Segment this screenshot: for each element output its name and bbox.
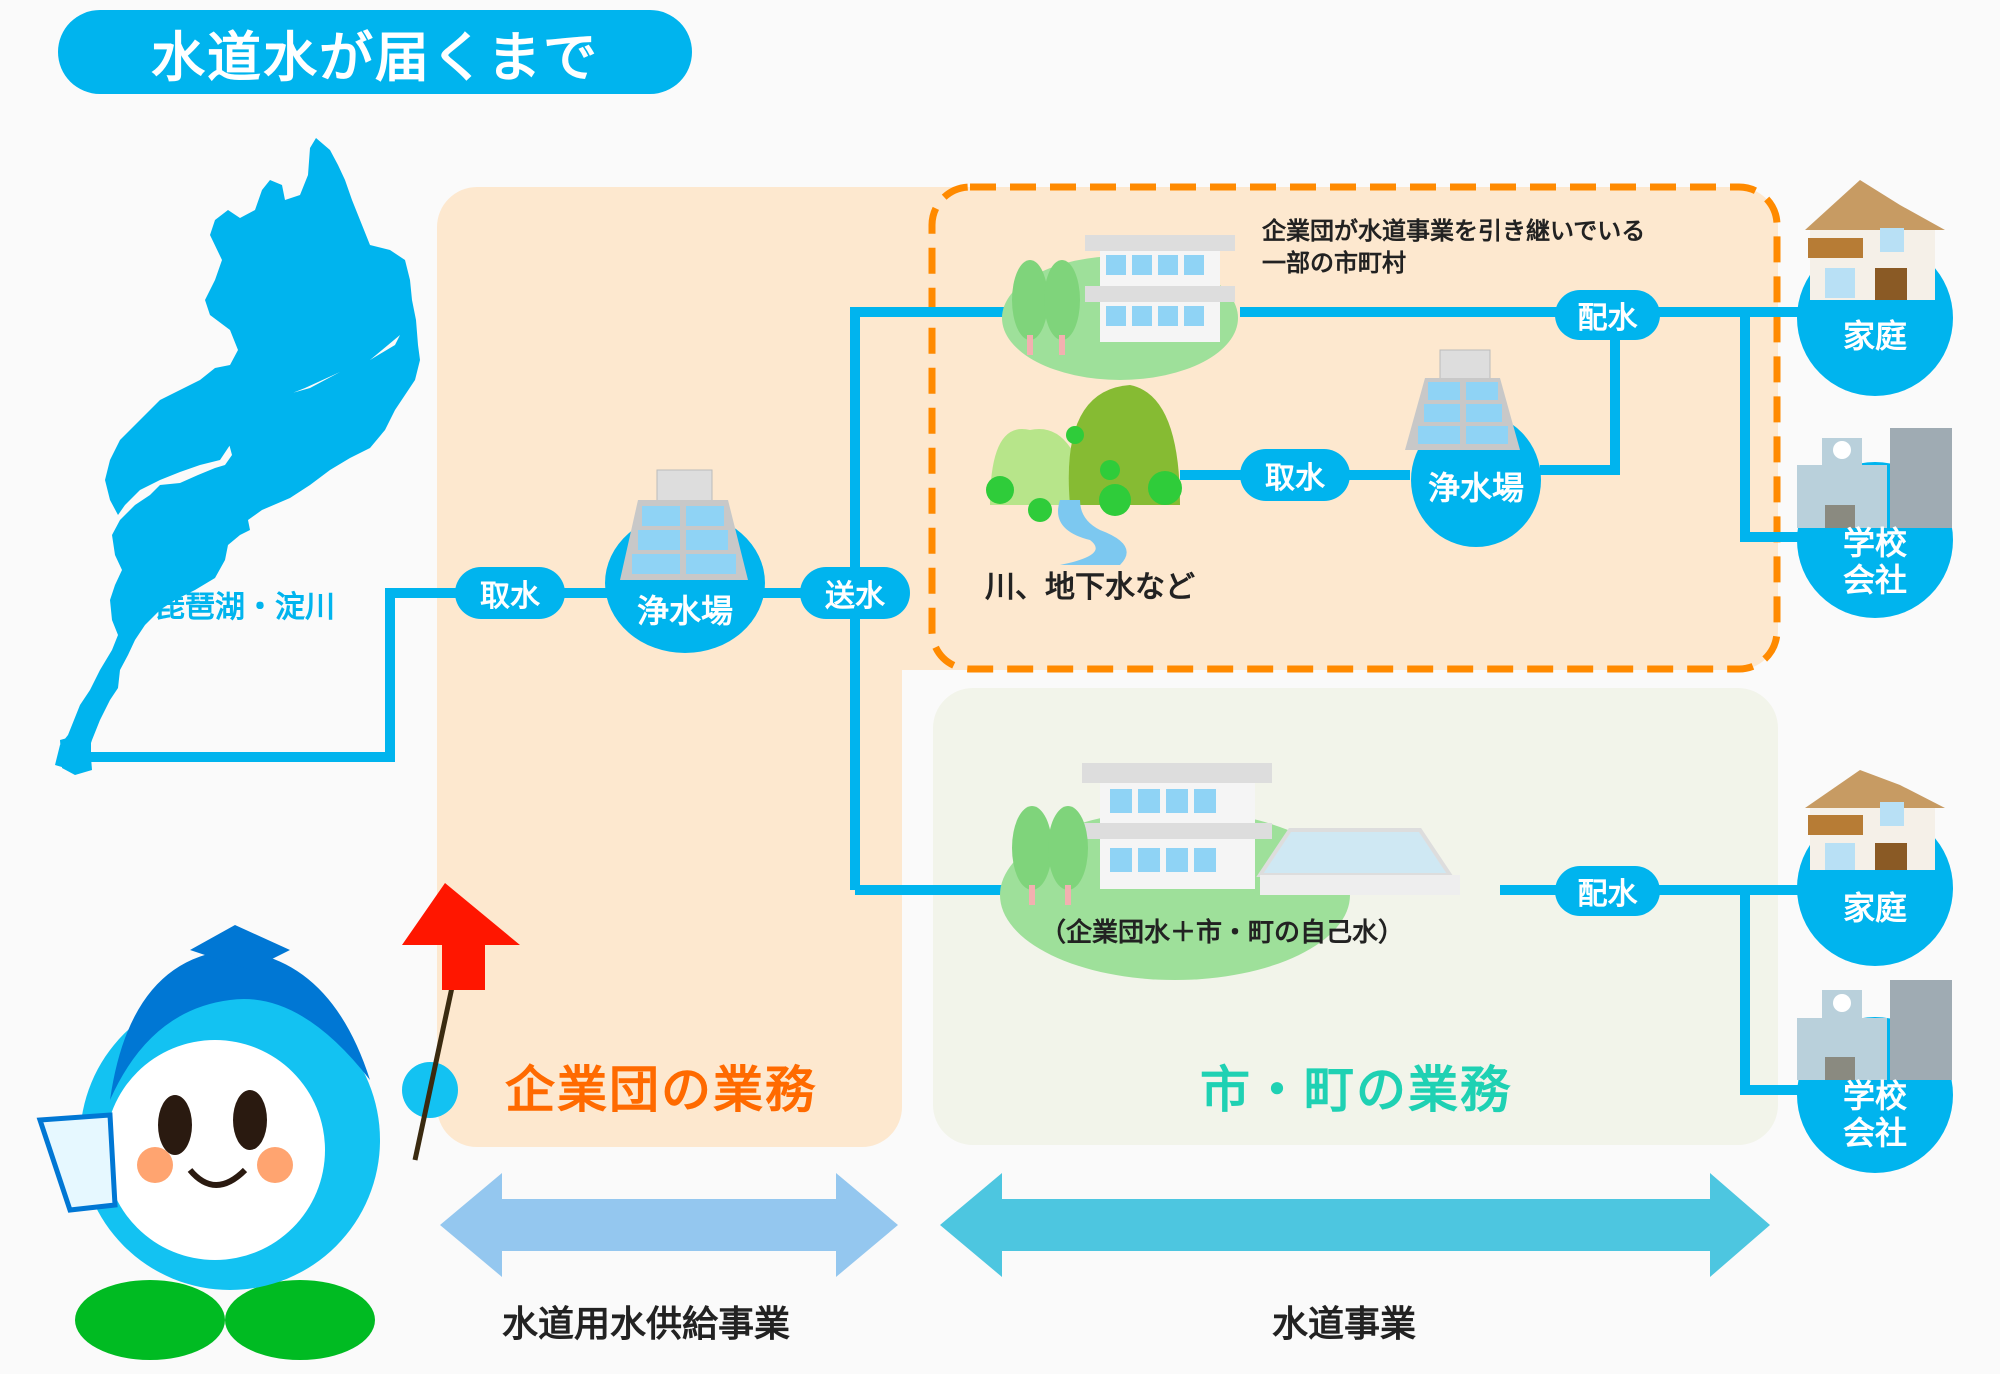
house-icon bbox=[1805, 770, 1945, 870]
inherited-area-note-line1: 企業団が水道事業を引き継いでいる bbox=[1262, 217, 1646, 245]
inherited-area-note-line2: 一部の市町村 bbox=[1262, 249, 1406, 278]
waterworks-business-arrow bbox=[940, 1173, 1770, 1277]
lake-label: 琵琶湖・淀川 bbox=[155, 590, 335, 625]
water-supply-business-arrow bbox=[440, 1173, 898, 1277]
treatment-plant-label: 浄水場 bbox=[636, 592, 733, 630]
consumer-home-city: 家庭 bbox=[1842, 889, 1907, 927]
inherited-area-note: 企業団が水道事業を引き継いでいる 一部の市町村 bbox=[1262, 215, 1645, 280]
school-office-icon bbox=[1797, 980, 1952, 1080]
lake-biwa-map bbox=[55, 138, 420, 770]
water-pipes bbox=[81, 307, 1800, 1095]
page-title: 水道水が届くまで bbox=[58, 10, 692, 94]
house-icon bbox=[1805, 180, 1945, 300]
upper-plant-building-icon bbox=[1012, 235, 1235, 355]
mountains-river-icon bbox=[986, 385, 1182, 565]
city-plant-building-icon bbox=[1012, 763, 1460, 905]
treatment-plant-building-icon bbox=[620, 469, 748, 580]
consumer-home-upper: 家庭 bbox=[1842, 317, 1907, 355]
waterworks-business-label: 水道事業 bbox=[1272, 1304, 1417, 1345]
consumer-school-office-city: 学校 会社 bbox=[1842, 1077, 1907, 1152]
transmission-pill: 送水 bbox=[800, 567, 910, 619]
city-zone-label: 市・町の業務 bbox=[1200, 1061, 1512, 1119]
inherited-zone-dashed-border bbox=[928, 183, 1781, 673]
inherited-treatment-plant-label: 浄水場 bbox=[1427, 469, 1524, 507]
distribution-pill-city: 配水 bbox=[1555, 866, 1660, 916]
mascot-character bbox=[36, 883, 520, 1360]
intake-pill: 取水 bbox=[455, 567, 565, 619]
corporate-zone-label: 企業団の業務 bbox=[505, 1061, 817, 1119]
inherited-treatment-plant-building-icon bbox=[1405, 349, 1520, 450]
water-supply-business-label: 水道用水供給事業 bbox=[502, 1304, 791, 1345]
river-groundwater-label: 川、地下水など bbox=[985, 570, 1195, 605]
city-plant-label: （企業団水＋市・町の自己水） bbox=[1040, 918, 1405, 948]
consumer-school-office-upper: 学校 会社 bbox=[1842, 524, 1907, 599]
distribution-pill-upper: 配水 bbox=[1555, 290, 1660, 340]
corporate-zone bbox=[437, 187, 902, 1147]
school-office-icon bbox=[1797, 428, 1952, 528]
inherited-intake-pill: 取水 bbox=[1240, 449, 1350, 501]
